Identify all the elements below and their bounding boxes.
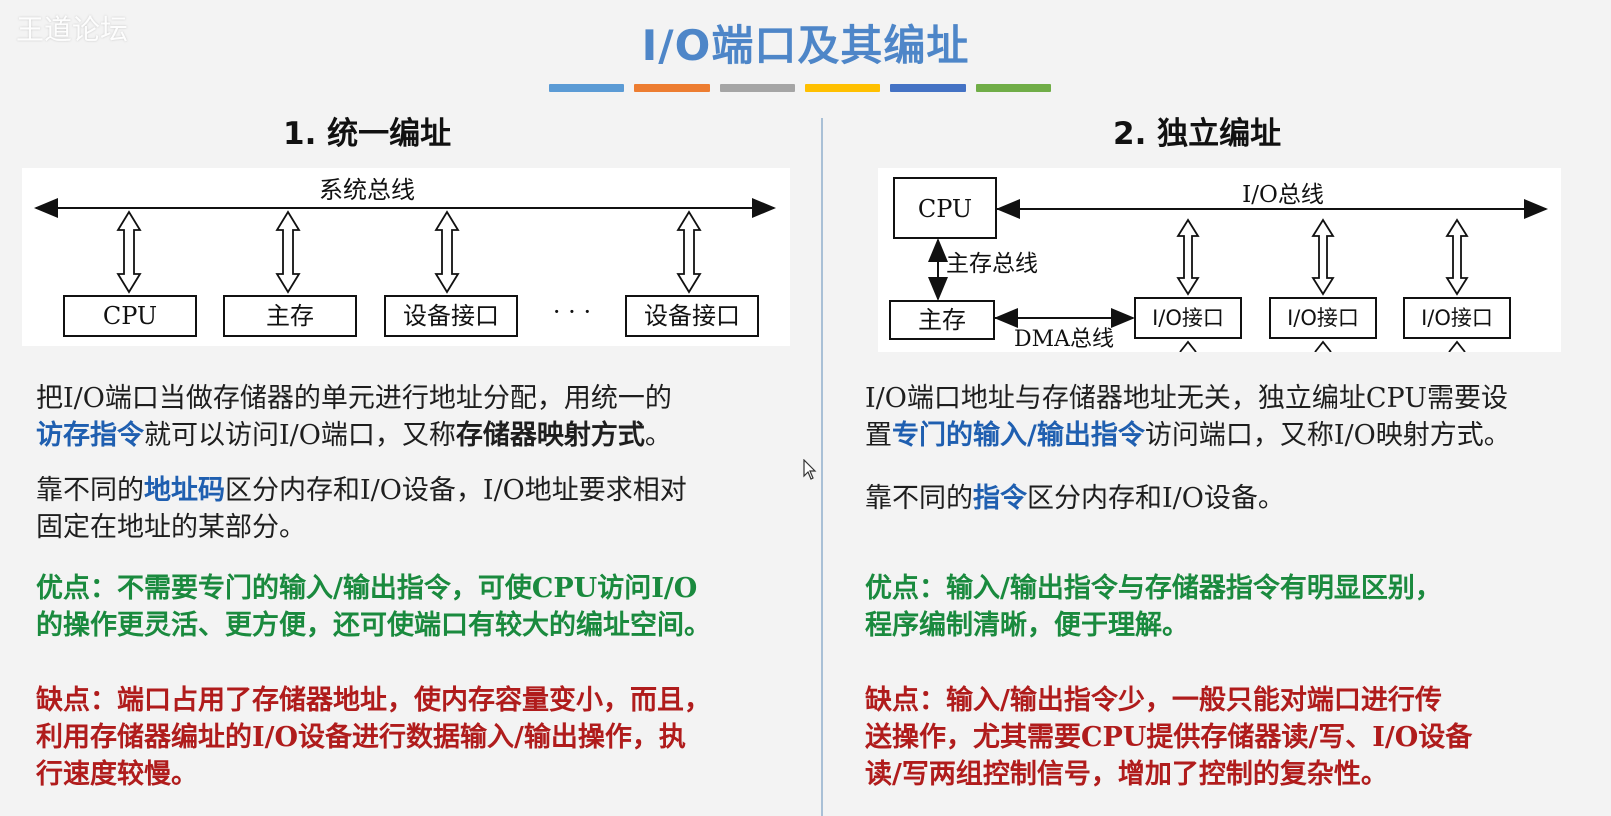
device-interface-box-2: [625, 295, 759, 337]
address-code-highlight: 地址码: [144, 475, 225, 506]
port-down-arrow: [1179, 340, 1197, 352]
io-port-label: I/O接口: [1152, 306, 1224, 330]
left-cons: 缺点：端口占用了存储器地址，使内存容量变小，而且， 利用存储器编址的I/O设备进…: [36, 682, 816, 793]
left-p2-d: 固定在地址的某部分。: [36, 512, 306, 543]
device-interface-box: [384, 295, 518, 337]
right-p1-d: 访问端口，又称I/O映射方式。: [1144, 420, 1511, 451]
strip-segment: [634, 84, 710, 92]
right-pros-line2: 程序编制清晰，便于理解。: [865, 610, 1189, 641]
right-cons: 缺点：输入/输出指令少，一般只能对端口进行传 送操作，尤其需要CPU提供存储器读…: [865, 682, 1605, 793]
column-divider: [821, 118, 823, 816]
right-cons-line1: 缺点：输入/输出指令少，一般只能对端口进行传: [865, 685, 1442, 716]
io-port-box-2: [1269, 297, 1377, 339]
strip-segment: [804, 84, 881, 92]
independent-addressing-diagram: CPU 主存 I/O接口 I/O接口 I/O接口 I/O总线 主存总线 DMA总…: [878, 168, 1561, 352]
ellipsis: · · ·: [553, 298, 591, 326]
port-connector-arrow-3: [1445, 218, 1469, 296]
device-interface-label: 设备接口: [403, 302, 499, 330]
unified-addressing-diagram: 系统总线 CPU 主存 设备接口 设备接口 · · ·: [22, 168, 790, 346]
left-pros: 优点：不需要专门的输入/输出指令，可使CPU访问I/O 的操作更灵活、更方便，还…: [36, 570, 816, 644]
memory-box: [223, 295, 357, 337]
color-strip: [549, 84, 1051, 92]
right-p1-a: I/O端口地址与存储器地址无关，独立编址CPU需要设: [865, 383, 1509, 414]
left-description: 把I/O端口当做存储器的单元进行地址分配，用统一的 访存指令就可以访问I/O端口…: [36, 380, 816, 454]
memory-mapped-term: 存储器映射方式: [455, 420, 645, 451]
strip-segment: [975, 84, 1051, 92]
left-address-note: 靠不同的地址码区分内存和I/O设备，I/O地址要求相对 固定在地址的某部分。: [36, 472, 816, 546]
bus-connector-arrow: [434, 210, 460, 294]
right-p2-c: 区分内存和I/O设备。: [1027, 483, 1285, 514]
right-p1-b: 置: [865, 420, 892, 451]
left-heading: 1. 统一编址: [283, 116, 452, 152]
watermark-logo: 王道论坛: [16, 13, 129, 46]
right-description: I/O端口地址与存储器地址无关，独立编址CPU需要设 置专门的输入/输出指令访问…: [865, 380, 1605, 454]
system-bus-label: 系统总线: [319, 176, 415, 204]
memory-label: 主存: [266, 302, 314, 330]
io-port-label-2: I/O接口: [1287, 306, 1359, 330]
instruction-highlight: 指令: [973, 483, 1027, 514]
left-p1-c: 就可以访问I/O端口，又称: [144, 420, 456, 451]
io-port-box-3: [1403, 297, 1511, 339]
port-down-arrow-3: [1448, 340, 1466, 352]
io-port-label-3: I/O接口: [1421, 306, 1493, 330]
port-connector-arrow: [1176, 218, 1200, 296]
right-pros: 优点：输入/输出指令与存储器指令有明显区别， 程序编制清晰，便于理解。: [865, 570, 1605, 644]
right-instruction-note: 靠不同的指令区分内存和I/O设备。: [865, 480, 1605, 517]
strip-segment: [549, 84, 625, 92]
cpu-label: CPU: [103, 302, 157, 330]
mouse-pointer-icon: [803, 459, 817, 480]
dma-bus-label: DMA总线: [1014, 327, 1114, 352]
left-p1-e: 。: [644, 420, 672, 451]
left-p2-c: 区分内存和I/O设备，I/O地址要求相对: [225, 475, 687, 506]
cpu-box: [63, 295, 197, 337]
bus-connector-arrow: [275, 210, 301, 294]
strip-segment: [719, 84, 795, 92]
io-bus-label: I/O总线: [1242, 182, 1324, 208]
memory-bus-label: 主存总线: [946, 251, 1038, 277]
right-p2-a: 靠不同的: [865, 483, 973, 514]
left-p2-a: 靠不同的: [36, 475, 144, 506]
cpu-label: CPU: [918, 195, 972, 223]
right-cons-line2: 送操作，尤其需要CPU提供存储器读/写、I/O设备: [865, 722, 1473, 753]
left-cons-line1: 缺点：端口占用了存储器地址，使内存容量变小，而且，: [36, 685, 711, 716]
right-cons-line3: 读/写两组控制信号，增加了控制的复杂性。: [865, 759, 1388, 790]
left-p1-a: 把I/O端口当做存储器的单元进行地址分配，用统一的: [36, 383, 672, 414]
io-port-box: [1134, 297, 1242, 339]
slide-title: I/O端口及其编址: [641, 21, 970, 70]
bus-connector-arrow: [116, 210, 142, 294]
dedicated-io-instruction-highlight: 专门的输入/输出指令: [892, 420, 1145, 451]
port-down-arrow-2: [1314, 340, 1332, 352]
right-heading: 2. 独立编址: [1113, 116, 1282, 152]
memory-access-instruction-highlight: 访存指令: [36, 420, 144, 451]
left-cons-line2: 利用存储器编址的I/O设备进行数据输入/输出操作，执: [36, 722, 686, 753]
port-connector-arrow-2: [1311, 218, 1335, 296]
left-pros-line2: 的操作更灵活、更方便，还可使端口有较大的编址空间。: [36, 610, 711, 641]
device-interface-label-2: 设备接口: [644, 302, 740, 330]
left-pros-line1: 优点：不需要专门的输入/输出指令，可使CPU访问I/O: [36, 573, 698, 604]
right-pros-line1: 优点：输入/输出指令与存储器指令有明显区别，: [865, 573, 1442, 604]
memory-label: 主存: [918, 306, 966, 334]
strip-segment: [890, 84, 966, 92]
bus-connector-arrow: [676, 210, 702, 294]
left-cons-line3: 行速度较慢。: [36, 759, 198, 790]
